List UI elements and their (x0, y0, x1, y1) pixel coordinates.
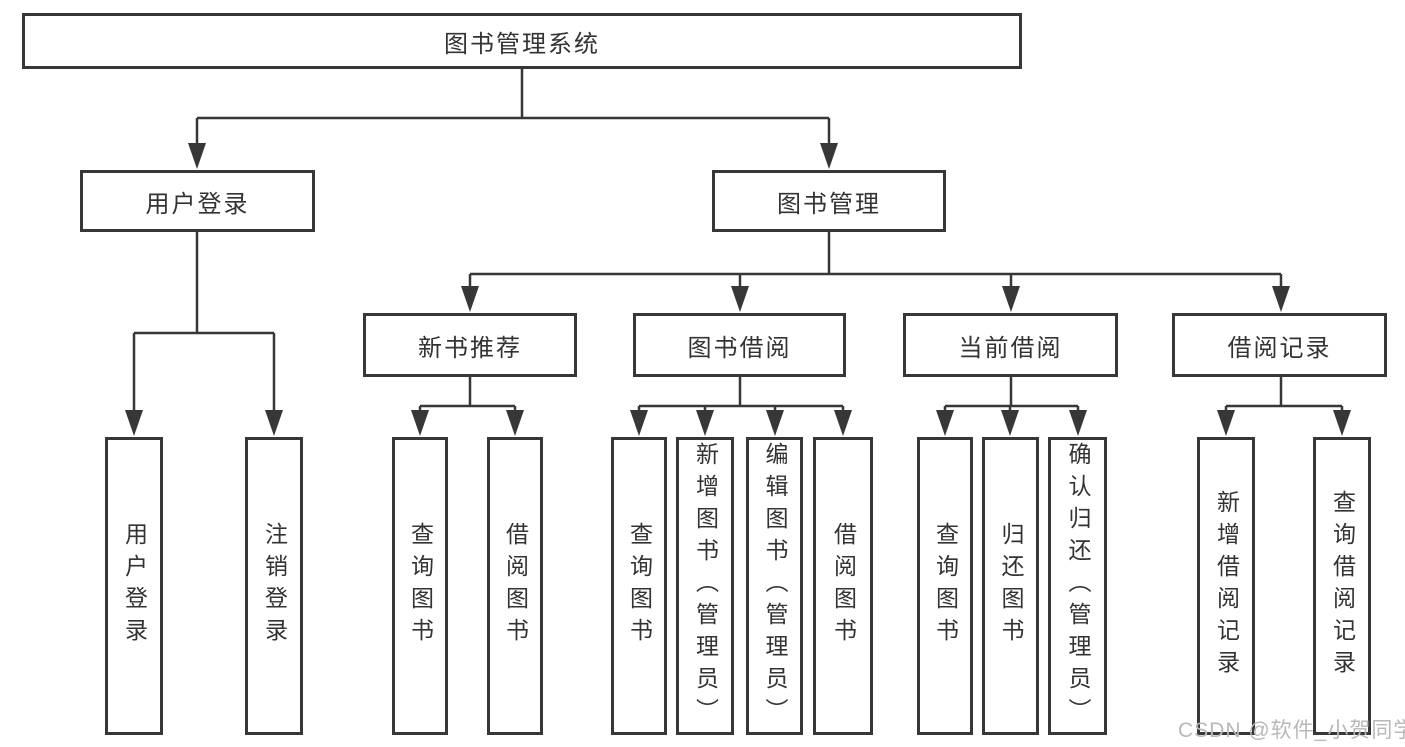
leaf-borrow-borrow-books: 借阅图书 (813, 437, 873, 735)
node-book-management: 图书管理 (712, 170, 946, 232)
leaf-borrow-add-books-admin-label: 新增图书（管理员） (692, 442, 719, 730)
arrowhead-icons (125, 143, 1351, 436)
node-new-book-recommend: 新书推荐 (363, 313, 577, 377)
leaf-recommend-query-books: 查询图书 (392, 437, 448, 735)
leaf-records-query-borrow-record: 查询借阅记录 (1313, 437, 1371, 735)
leaf-user-login-label: 用户登录 (121, 522, 148, 650)
node-book-borrowing: 图书借阅 (633, 313, 846, 377)
leaf-borrow-edit-books-admin: 编辑图书（管理员） (746, 437, 803, 735)
node-user-login-label: 用户登录 (145, 190, 250, 218)
node-current-borrowing: 当前借阅 (903, 313, 1118, 377)
node-borrowing-records-label: 借阅记录 (1227, 334, 1332, 362)
leaf-borrow-query-books-label: 查询图书 (626, 522, 653, 650)
node-root-library-system: 图书管理系统 (22, 13, 1022, 69)
leaf-logout: 注销登录 (245, 437, 303, 735)
node-book-management-label: 图书管理 (777, 190, 881, 218)
node-borrowing-records: 借阅记录 (1172, 313, 1387, 377)
leaf-logout-label: 注销登录 (261, 522, 288, 650)
leaf-current-return-books-label: 归还图书 (998, 522, 1024, 650)
leaf-current-confirm-return-admin: 确认归还（管理员） (1048, 437, 1107, 735)
node-new-book-recommend-label: 新书推荐 (418, 334, 522, 362)
leaf-recommend-borrow-books: 借阅图书 (487, 437, 543, 735)
node-current-borrowing-label: 当前借阅 (958, 334, 1063, 362)
leaf-current-query-books: 查询图书 (917, 437, 973, 735)
leaf-borrow-add-books-admin: 新增图书（管理员） (676, 437, 734, 735)
leaf-borrow-borrow-books-label: 借阅图书 (830, 522, 857, 650)
leaf-records-query-borrow-record-label: 查询借阅记录 (1329, 490, 1356, 682)
leaf-user-login: 用户登录 (105, 437, 163, 735)
leaf-borrow-edit-books-admin-label: 编辑图书（管理员） (762, 442, 788, 730)
leaf-borrow-query-books: 查询图书 (611, 437, 667, 735)
node-root-label: 图书管理系统 (444, 30, 600, 58)
csdn-watermark: CSDN @软件_小贺同学 (1178, 719, 1405, 742)
node-book-borrowing-label: 图书借阅 (687, 334, 792, 362)
leaf-records-add-borrow-record-label: 新增借阅记录 (1213, 490, 1240, 682)
leaf-records-add-borrow-record: 新增借阅记录 (1197, 437, 1255, 735)
leaf-current-confirm-return-admin-label: 确认归还（管理员） (1065, 442, 1091, 730)
leaf-current-query-books-label: 查询图书 (932, 522, 959, 650)
leaf-current-return-books: 归还图书 (982, 437, 1039, 735)
leaf-recommend-query-books-label: 查询图书 (407, 522, 434, 650)
node-user-login: 用户登录 (80, 170, 315, 232)
leaf-recommend-borrow-books-label: 借阅图书 (502, 522, 529, 650)
